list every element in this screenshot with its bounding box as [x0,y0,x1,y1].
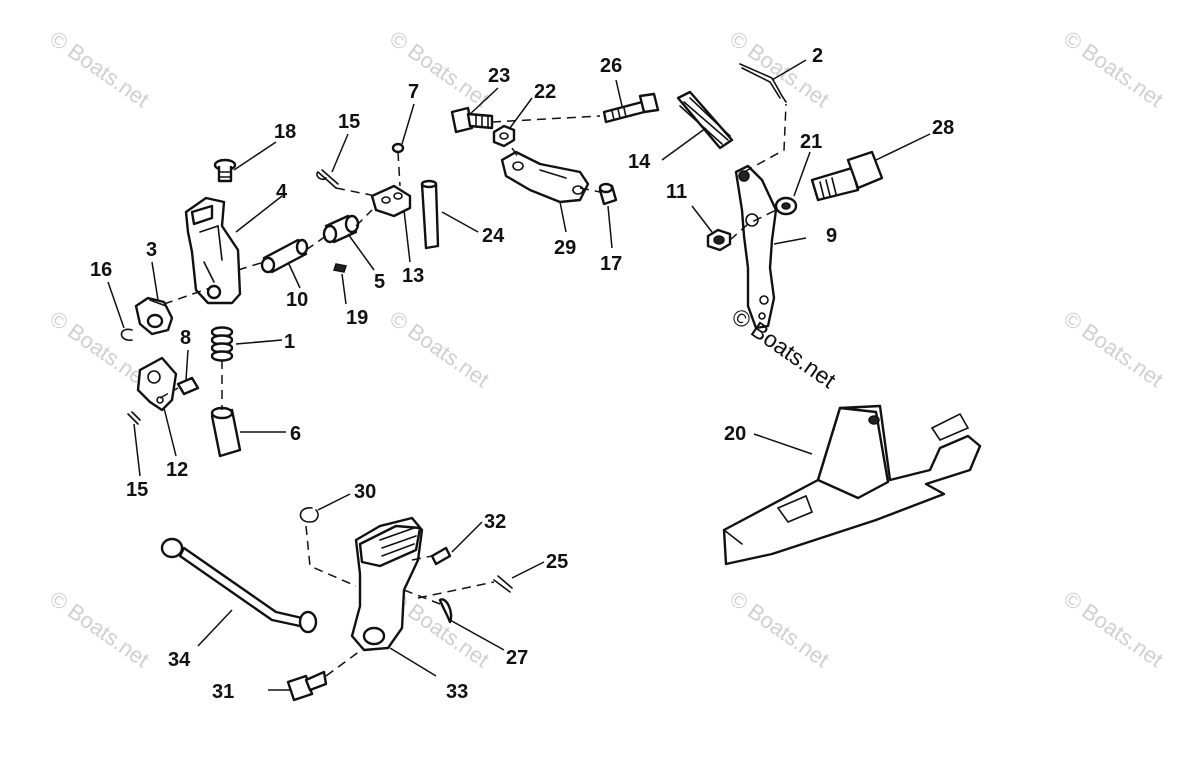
callout-9: 9 [826,225,837,247]
part-19-pin [333,263,347,273]
callout-15b: 15 [126,479,148,501]
callout-labels: 1 2 3 4 5 6 7 8 9 10 11 12 13 14 15 15 1… [90,45,954,703]
watermark: © Boats.net [1059,306,1168,393]
callout-27: 27 [506,647,528,669]
part-32-pin [430,546,452,566]
callout-28: 28 [932,117,954,139]
part-15-cotter-pin [316,169,339,189]
part-8-screw [176,376,200,396]
part-9-lever [734,164,778,330]
part-1-spring [210,326,234,362]
callout-34: 34 [168,649,191,671]
callout-2: 2 [812,45,823,67]
callout-24: 24 [482,225,505,247]
part-14-cable [676,90,734,150]
part-4-bracket [184,196,242,305]
center-watermark: © Boats.net [727,303,841,394]
callout-8: 8 [180,327,191,349]
callout-19: 19 [346,307,368,329]
callout-33: 33 [446,681,468,703]
part-29-bracket [500,150,590,204]
part-13-link [370,184,412,218]
watermark: © Boats.net [1059,26,1168,113]
watermark: © Boats.net [385,306,494,393]
callout-18: 18 [274,121,296,143]
callout-20: 20 [724,423,746,445]
callout-1: 1 [284,331,295,353]
callout-7: 7 [408,81,419,103]
watermark: © Boats.net [45,26,154,113]
callout-16: 16 [90,259,112,281]
callout-10: 10 [286,289,308,311]
part-20-base-plate [722,404,982,566]
callout-13: 13 [402,265,424,287]
callout-30: 30 [354,481,376,503]
callout-32: 32 [484,511,506,533]
part-30-clip [299,507,319,523]
callout-5: 5 [374,271,385,293]
part-11-nut [706,228,732,252]
part-23-bolt [450,106,494,134]
part-24-rod [420,179,440,250]
part-18-screw [213,158,237,183]
callout-6: 6 [290,423,301,445]
part-2-wire-link [739,63,787,103]
watermark: © Boats.net [725,586,834,673]
callout-29: 29 [554,237,576,259]
part-25-cotter-pin [493,575,513,593]
part-17-bushing [598,182,618,206]
callout-21: 21 [800,131,822,153]
part-3-cam [134,296,174,336]
callout-15a: 15 [338,111,360,133]
callout-23: 23 [488,65,510,87]
part-27-spring-clip [438,598,453,624]
part-10-pin [260,238,309,274]
part-28-shoulder-bolt [810,150,884,202]
callout-4: 4 [276,181,288,203]
callout-31: 31 [212,681,234,703]
callout-3: 3 [146,239,157,261]
watermark: © Boats.net [725,26,834,113]
part-5-bushing [322,214,360,244]
watermark: © Boats.net [45,586,154,673]
callout-22: 22 [534,81,556,103]
assembly-lines [159,103,787,677]
part-15-cotter-pin [127,411,141,425]
part-16-clip [120,328,133,341]
part-7-screw [391,142,405,154]
part-26-bolt [602,92,660,124]
callout-11: 11 [666,181,687,203]
callout-12: 12 [166,459,188,481]
part-33-handle-grip [350,516,424,652]
part-22-nut [492,124,516,148]
callout-17: 17 [600,253,622,275]
leader-lines [107,59,931,691]
part-34-rod [160,537,318,634]
callout-14: 14 [628,151,651,173]
watermark: © Boats.net [385,26,494,113]
part-6-sleeve [210,406,242,458]
part-12-clevis [136,356,178,412]
watermark: © Boats.net [1059,586,1168,673]
part-31-screw [286,670,328,702]
callout-26: 26 [600,55,622,77]
part-21-washer [774,196,798,216]
callout-25: 25 [546,551,568,573]
